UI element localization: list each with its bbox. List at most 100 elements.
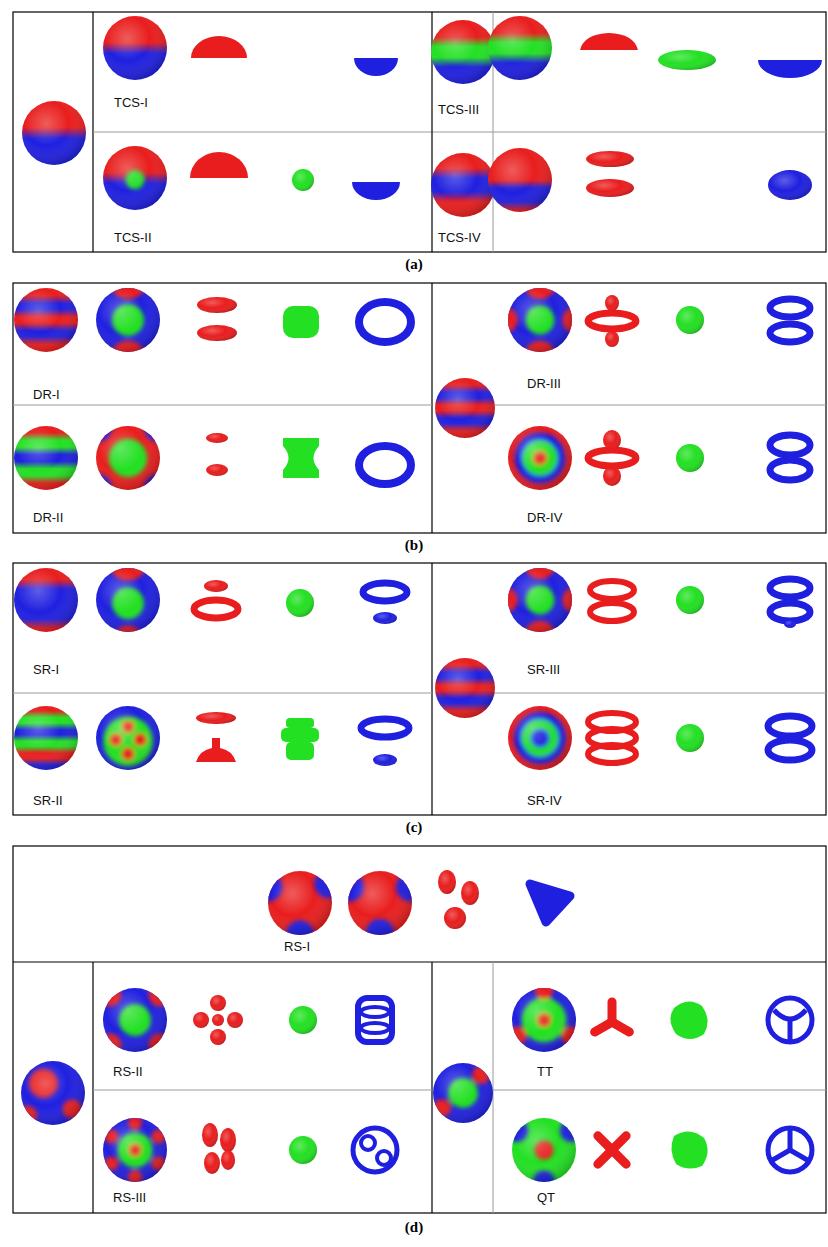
torus-domain — [770, 603, 810, 621]
structure-label: TCS-II — [114, 230, 152, 246]
phase-domain — [444, 907, 466, 929]
phase-domain — [580, 33, 638, 50]
phase-domain — [671, 1131, 707, 1168]
sphere — [506, 424, 574, 492]
phase-domain — [197, 325, 237, 341]
torus-domain — [770, 460, 810, 480]
branch-domain — [790, 1150, 808, 1161]
phase-domain — [283, 306, 319, 338]
sphere — [20, 99, 88, 167]
sphere — [94, 542, 162, 654]
structure-label: SR-I — [33, 662, 59, 678]
structure-label: DR-III — [527, 376, 561, 392]
sphere — [335, 869, 425, 948]
phase-domain — [373, 754, 397, 766]
cage-domain — [358, 998, 392, 1042]
phase-domain — [286, 589, 314, 617]
torus-domain — [377, 1151, 391, 1165]
sphere — [254, 869, 344, 949]
torus-domain — [770, 324, 810, 342]
torus-domain — [361, 1136, 375, 1150]
sphere — [429, 151, 497, 219]
sphere — [18, 1059, 87, 1127]
phase-domain — [676, 306, 704, 334]
structure-label: TT — [537, 1064, 553, 1080]
panel-divider — [93, 1090, 432, 1091]
panel-divider — [13, 961, 826, 962]
panel-divider — [431, 962, 432, 1213]
panel-divider — [493, 693, 826, 694]
phase-domain — [204, 1152, 220, 1174]
sphere — [507, 980, 581, 1054]
phase-domain — [197, 297, 237, 313]
sphere — [94, 261, 162, 379]
phase-domain — [191, 36, 247, 58]
phase-domain — [286, 718, 314, 728]
phase-domain — [605, 295, 619, 311]
structure-label: TCS-III — [438, 102, 479, 118]
structure-label: DR-IV — [527, 510, 562, 526]
sphere — [99, 984, 171, 1056]
phase-domain — [206, 433, 228, 443]
sphere — [12, 424, 80, 492]
sphere — [101, 1116, 169, 1184]
phase-domain — [202, 1123, 218, 1147]
phase-domain — [281, 728, 319, 742]
phase-domain — [193, 1012, 209, 1028]
phase-domain — [758, 60, 822, 78]
phase-domain — [352, 182, 400, 200]
branch-domain — [598, 1150, 612, 1164]
branch-domain — [772, 1150, 790, 1161]
structure-label: RS-I — [284, 939, 310, 955]
phase-domain — [774, 1010, 806, 1019]
structure-label: DR-I — [33, 387, 60, 403]
phase-domain — [210, 995, 226, 1011]
torus-domain — [588, 745, 636, 763]
sphere — [506, 704, 574, 772]
phase-domain — [373, 612, 397, 624]
sphere — [486, 14, 554, 82]
torus-domain — [353, 1128, 397, 1172]
structure-label: SR-III — [527, 662, 560, 678]
phase-domain — [605, 331, 619, 347]
structure-label: QT — [537, 1190, 555, 1206]
phase-domain — [286, 742, 314, 760]
phase-domain — [676, 586, 704, 614]
phase-domain — [210, 1029, 226, 1045]
sphere — [492, 547, 588, 653]
sphere — [12, 704, 80, 772]
phase-domain — [676, 444, 704, 472]
sphere — [94, 704, 162, 772]
panel-caption: (d) — [405, 1218, 423, 1236]
phase-domain — [586, 151, 634, 167]
panel-frame — [13, 12, 826, 252]
torus-domain — [361, 719, 409, 737]
phase-domain — [212, 1014, 224, 1026]
phase-domain — [292, 169, 314, 191]
structure-label: TCS-I — [114, 95, 148, 111]
panel-divider — [13, 693, 432, 694]
phase-domain — [530, 884, 570, 922]
torus-domain — [590, 581, 634, 599]
phase-domain — [196, 738, 236, 762]
torus-domain — [768, 1128, 812, 1172]
panel-frame — [13, 283, 826, 533]
sphere — [83, 413, 173, 503]
branch-domain — [595, 1022, 612, 1032]
phase-domain — [354, 58, 398, 76]
phase-domain — [221, 1150, 235, 1170]
structure-label: TCS-IV — [438, 230, 481, 246]
panel-divider — [92, 962, 93, 1213]
sphere — [433, 376, 497, 440]
structure-label: RS-III — [113, 1190, 146, 1206]
structure-label: SR-II — [33, 793, 63, 809]
panel-caption: (c) — [406, 818, 423, 836]
sphere — [431, 1061, 495, 1125]
panel-divider — [93, 132, 826, 133]
panel-divider — [788, 1019, 793, 1042]
phase-domain — [190, 152, 248, 178]
phase-domain — [784, 620, 796, 628]
structure-label: RS-II — [113, 1064, 143, 1080]
phase-domain — [283, 438, 319, 478]
